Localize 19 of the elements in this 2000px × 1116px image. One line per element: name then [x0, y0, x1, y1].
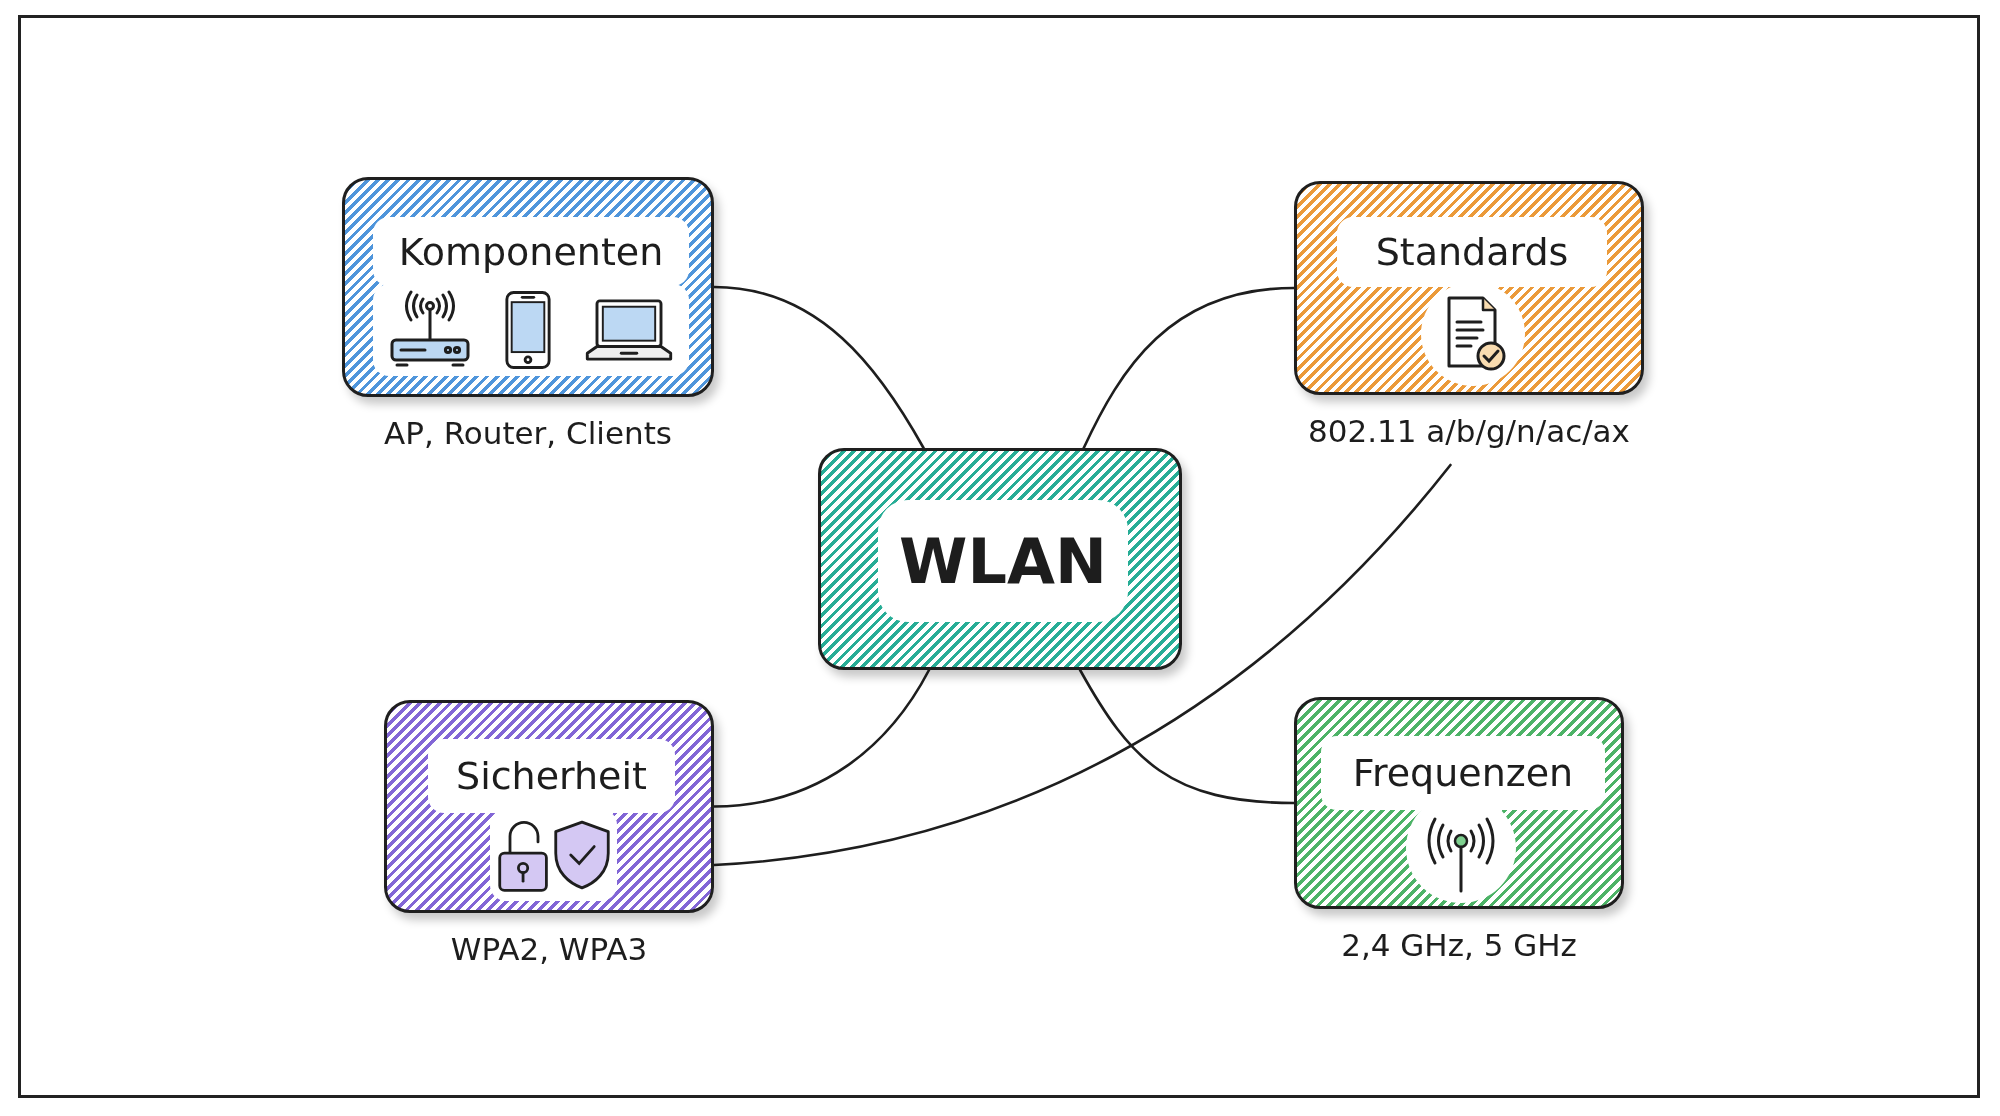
connector-line	[1078, 668, 1296, 805]
node-title: WLAN	[878, 500, 1128, 622]
node-title: Standards	[1337, 217, 1607, 287]
connector-line	[712, 463, 1452, 867]
connector-line	[1082, 286, 1296, 450]
connector-line	[712, 285, 925, 450]
node-caption: 2,4 GHz, 5 GHz	[1341, 927, 1577, 965]
topic-box	[384, 700, 714, 913]
node-caption: 802.11 a/b/g/n/ac/ax	[1308, 413, 1630, 451]
node-caption: AP, Router, Clients	[384, 415, 672, 453]
node-caption: WPA2, WPA3	[450, 931, 648, 969]
topic-box	[1294, 697, 1624, 909]
topic-box	[818, 448, 1182, 670]
node-title: Sicherheit	[428, 739, 675, 813]
node-title: Frequenzen	[1321, 736, 1605, 810]
node-title: Komponenten	[373, 217, 689, 286]
connector-line	[712, 668, 931, 808]
topic-box	[1294, 181, 1644, 395]
topic-box	[342, 177, 714, 397]
